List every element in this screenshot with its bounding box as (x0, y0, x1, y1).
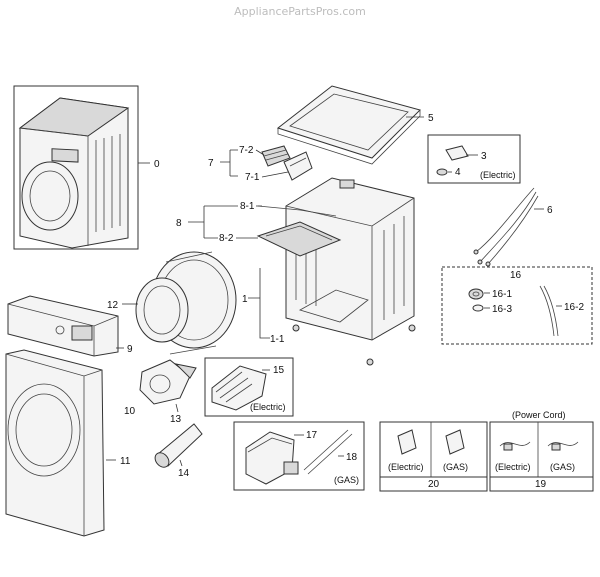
part-15-heater[interactable] (211, 365, 267, 411)
part-19-electric-cord[interactable] (499, 441, 531, 451)
part-16-3-ring[interactable] (472, 304, 484, 312)
part-17-18-box (233, 421, 365, 491)
part-16-2-hose[interactable] (539, 285, 559, 337)
part-1-cabinet[interactable] (285, 177, 416, 366)
part-7-2-bracket[interactable] (261, 145, 291, 167)
label-10: 10 (124, 406, 136, 417)
label-8-2: 8-2 (219, 233, 234, 244)
label-1: 1 (242, 294, 248, 305)
note-electric-15: (Electric) (250, 402, 286, 412)
label-1-1: 1-1 (270, 334, 285, 345)
label-14: 14 (178, 468, 190, 479)
part-3-4-box (427, 134, 521, 184)
part-16-1-clamp[interactable] (468, 288, 484, 300)
label-4: 4 (455, 167, 461, 178)
label-8-1: 8-1 (240, 201, 255, 212)
part-16-box (441, 266, 593, 345)
label-7: 7 (208, 158, 214, 169)
part-12-drum[interactable] (135, 251, 237, 355)
label-12: 12 (107, 300, 119, 311)
part-20-gas-bracket[interactable] (445, 429, 465, 455)
part-19-gas-cord[interactable] (547, 441, 579, 451)
label-0: 0 (154, 159, 160, 170)
label-17: 17 (306, 430, 318, 441)
part-8-2-control-box[interactable] (256, 221, 342, 257)
label-16-3: 16-3 (492, 304, 512, 315)
note-gas-17: (GAS) (334, 475, 359, 485)
part-14-duct[interactable] (152, 423, 203, 470)
part-3-terminal-block[interactable] (445, 145, 469, 161)
label-9: 9 (127, 344, 133, 355)
part-7-1-bracket[interactable] (283, 151, 313, 181)
note-electric-3: (Electric) (480, 170, 516, 180)
label-13: 13 (170, 414, 182, 425)
note-electric-19: (Electric) (495, 462, 531, 472)
part-18-burner-tube[interactable] (303, 429, 353, 475)
label-16-1: 16-1 (492, 289, 512, 300)
label-11: 11 (120, 456, 131, 467)
label-18: 18 (346, 452, 358, 463)
label-5: 5 (428, 113, 434, 124)
part-5-top-panel[interactable] (276, 85, 421, 165)
label-16-2: 16-2 (564, 302, 584, 313)
part-8-1-harness[interactable] (257, 205, 337, 217)
part-17-gas-valve[interactable] (245, 431, 299, 485)
label-16: 16 (510, 270, 522, 281)
part-15-box (204, 357, 294, 417)
label-7-2: 7-2 (239, 145, 254, 156)
note-power-cord: (Power Cord) (512, 410, 566, 420)
part-20-electric-bracket[interactable] (397, 429, 417, 455)
part-0-complete-dryer[interactable] (13, 85, 139, 250)
part-9-control-panel[interactable] (7, 295, 119, 357)
label-3: 3 (481, 151, 487, 162)
part-13-blower[interactable] (139, 359, 197, 405)
label-15: 15 (273, 365, 285, 376)
label-8: 8 (176, 218, 182, 229)
part-11-front-panel[interactable] (5, 349, 105, 537)
part-4-screw[interactable] (436, 168, 448, 176)
part-6-wire-harness[interactable] (473, 187, 539, 267)
note-electric-20: (Electric) (388, 462, 424, 472)
watermark: AppliancePartsPros.com (234, 5, 366, 18)
label-19: 19 (535, 479, 547, 490)
note-gas-20: (GAS) (443, 462, 468, 472)
label-6: 6 (547, 205, 553, 216)
label-20: 20 (428, 479, 440, 490)
note-gas-19: (GAS) (550, 462, 575, 472)
label-7-1: 7-1 (245, 172, 260, 183)
